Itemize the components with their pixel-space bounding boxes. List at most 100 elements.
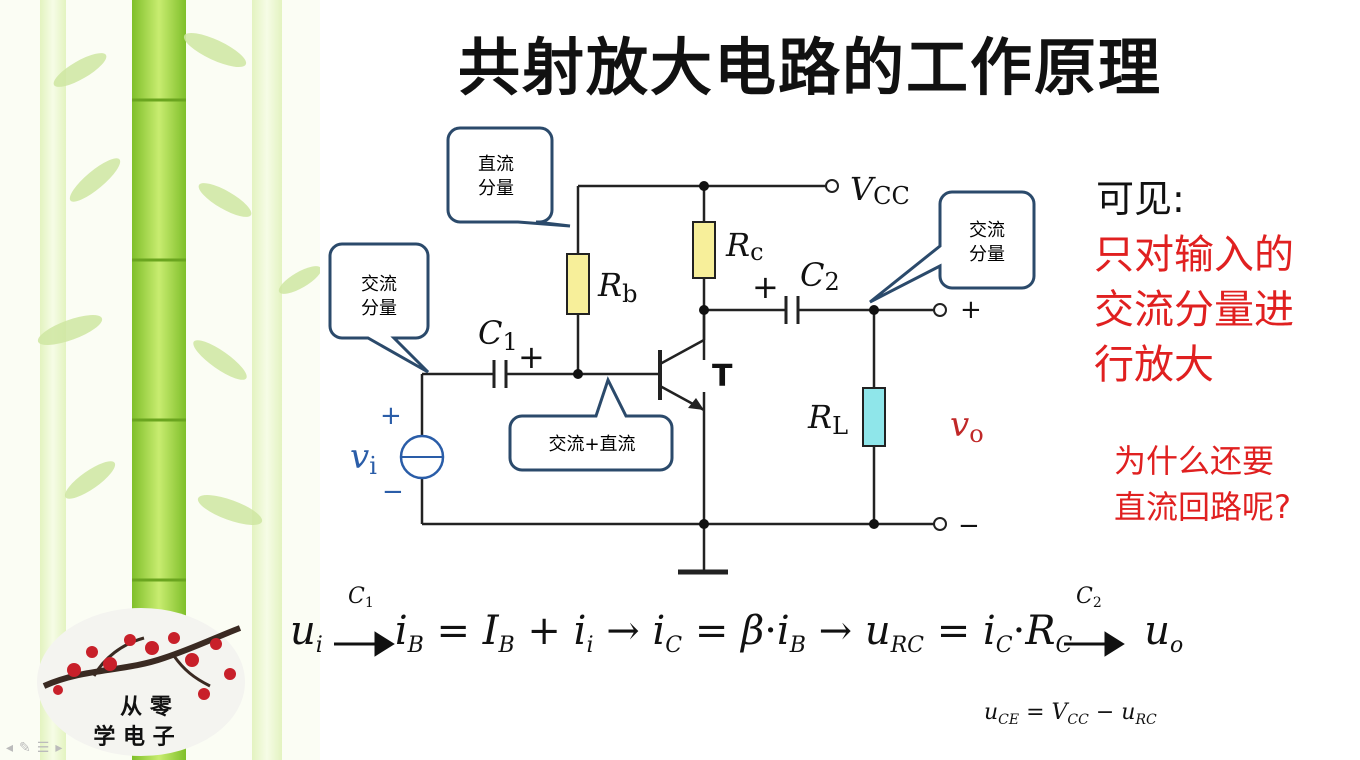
- junction-dots: [573, 181, 879, 529]
- vi-sub: i: [369, 452, 377, 480]
- eq-c2-main: C: [1076, 584, 1093, 609]
- eq-c2-label: C2: [1076, 584, 1102, 611]
- eq-equals-2: =: [682, 608, 742, 654]
- subeq-V: V: [1051, 700, 1068, 725]
- vo-sub: o: [969, 420, 983, 448]
- resistor-rb: [566, 253, 590, 315]
- eq-iB2: i: [776, 608, 790, 654]
- side-line-1: 只对输入的: [1094, 232, 1294, 278]
- input-plus: +: [380, 401, 402, 431]
- side-line-3: 行放大: [1094, 342, 1214, 388]
- vcc-sub: CC: [873, 182, 910, 210]
- eq-c1-sub: 1: [364, 595, 374, 611]
- eq-uo-sub: o: [1170, 633, 1184, 658]
- rb-label: R: [597, 266, 622, 304]
- eq-ui-sub: i: [315, 633, 323, 658]
- transistor-t: [658, 310, 706, 412]
- vcc-label: V: [850, 170, 876, 208]
- callout-ac-output-line2: 分量: [969, 244, 1005, 265]
- subeq-equals: =: [1019, 700, 1052, 725]
- callout-dc-line2: 分量: [478, 178, 514, 199]
- eq-uRC-sub: RC: [890, 633, 924, 658]
- c2-plus: +: [752, 268, 779, 306]
- input-minus: −: [382, 477, 404, 507]
- eq-iC: i: [652, 608, 666, 654]
- slide-title: 共射放大电路的工作原理: [457, 31, 1162, 104]
- eq-iC2-sub: C: [995, 633, 1013, 658]
- logo-plum-blossom: 从 零 学 电 子: [37, 608, 245, 756]
- rc-label: R: [725, 226, 750, 264]
- c2-sub: 2: [824, 268, 839, 296]
- subeq-V-sub: CC: [1067, 712, 1089, 728]
- callout-dc-line1: 直流: [478, 154, 514, 175]
- eq-iB2-sub: B: [789, 633, 806, 658]
- subeq-u2-sub: RC: [1135, 712, 1157, 728]
- svg-text:RL: RL: [807, 398, 848, 440]
- eq-c1-label: C1: [348, 584, 374, 611]
- eq-beta: β: [741, 608, 765, 654]
- next-slide-icon[interactable]: ▸: [55, 740, 69, 756]
- eq-uRC: u: [864, 608, 891, 654]
- eq-equals-1: =: [423, 608, 483, 654]
- prev-slide-icon[interactable]: ◂: [6, 740, 20, 756]
- vi-label: v: [350, 437, 369, 477]
- svg-text:Rb: Rb: [597, 266, 637, 308]
- callout-ac-output-line1: 交流: [969, 220, 1005, 241]
- eq-c2-sub: 2: [1092, 595, 1102, 611]
- side-conclusion: 只对输入的 交流分量进 行放大: [1094, 228, 1334, 393]
- eq-dot-2: ·: [1012, 608, 1026, 654]
- subeq-u: u: [984, 700, 999, 725]
- transistor-label: T: [712, 359, 733, 394]
- eq-dot-1: ·: [764, 608, 777, 654]
- c2-label: C: [800, 256, 824, 294]
- eq-RC: R: [1025, 608, 1056, 654]
- eq-c1-main: C: [348, 584, 365, 609]
- eq-iC-sub: C: [665, 633, 683, 658]
- pen-icon[interactable]: ✎: [19, 740, 37, 756]
- eq-RC-sub: C: [1055, 633, 1073, 658]
- output-plus: +: [960, 295, 982, 325]
- side-line-2: 交流分量进: [1094, 287, 1294, 333]
- rc-sub: c: [750, 238, 763, 266]
- eq-IB: I: [482, 608, 499, 654]
- eq-iB-sub: B: [407, 633, 424, 658]
- question-line-1: 为什么还要: [1114, 442, 1275, 480]
- c1-label: C: [478, 314, 502, 352]
- eq-plus: +: [514, 608, 574, 654]
- eq-arrow-1: →: [593, 608, 653, 654]
- c1-plus: +: [518, 338, 545, 376]
- svg-text:VCC: VCC: [850, 170, 910, 210]
- equation-arrows: [334, 631, 1125, 657]
- subeq-minus: −: [1088, 700, 1122, 725]
- question-line-2: 直流回路呢?: [1114, 488, 1291, 526]
- callout-dc: 直流 分量: [446, 126, 571, 228]
- side-heading: 可见:: [1096, 177, 1185, 221]
- logo-line-2: 学 电 子: [93, 724, 174, 750]
- eq-arrow-2: →: [805, 608, 865, 654]
- emitter-arrow-icon: [688, 398, 704, 410]
- eq-iB: i: [394, 608, 408, 654]
- svg-text:vo: vo: [950, 405, 984, 448]
- menu-icon[interactable]: ☰: [36, 740, 56, 756]
- eq-ui: u: [290, 608, 316, 654]
- eq-uo: u: [1144, 608, 1171, 654]
- circuit-wires: [420, 184, 934, 572]
- c1-sub: 1: [502, 328, 517, 356]
- eq-iC2: i: [982, 608, 996, 654]
- rl-label: R: [807, 398, 832, 436]
- svg-text:vi: vi: [350, 437, 377, 480]
- eq-equals-3: =: [924, 608, 983, 654]
- resistor-rc: [692, 221, 716, 279]
- side-question: 为什么还要 直流回路呢?: [1114, 438, 1354, 530]
- rl-sub: L: [832, 412, 848, 440]
- output-minus: −: [958, 511, 980, 541]
- svg-text:C1: C1: [478, 314, 518, 356]
- slide-nav[interactable]: ◂✎☰▸: [6, 740, 68, 756]
- capacitor-c1: [492, 360, 508, 388]
- svg-text:C2: C2: [800, 256, 840, 296]
- eq-ii: i: [573, 608, 587, 654]
- callout-ac-output: 交流 分量: [869, 190, 1036, 304]
- capacitor-c2: [784, 296, 800, 324]
- logo-line-1: 从 零: [120, 695, 173, 720]
